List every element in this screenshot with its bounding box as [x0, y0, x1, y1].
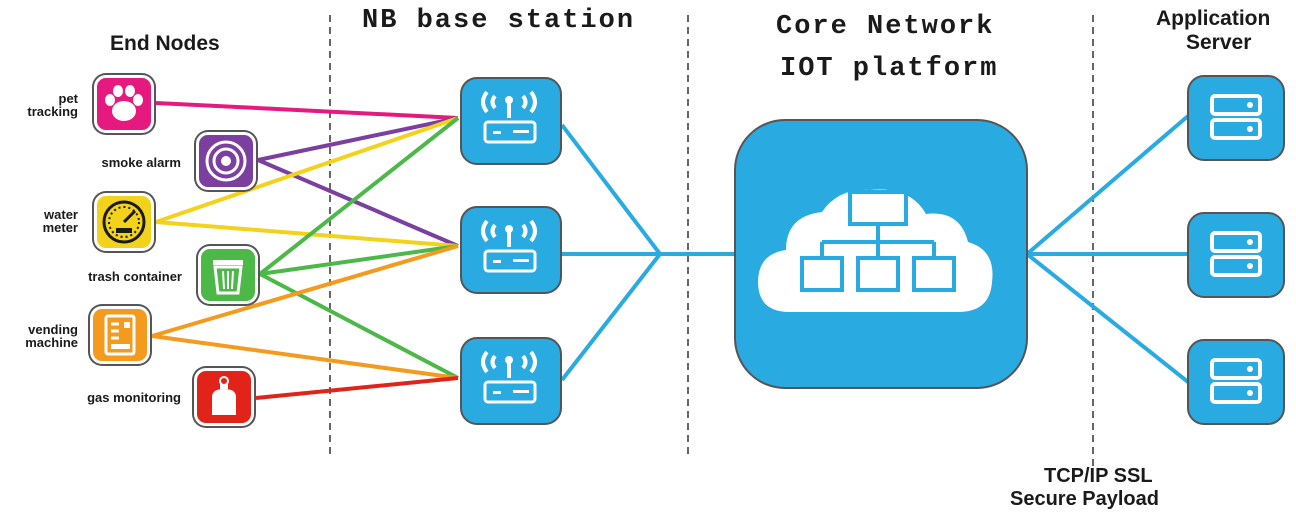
smoke-alarm-icon [205, 140, 247, 182]
server-icon [1210, 231, 1262, 277]
backbone-links [560, 114, 1190, 384]
end-node-label: gas monitoring [87, 390, 181, 405]
water-meter-node [94, 193, 154, 251]
core-network-platform [734, 119, 1028, 389]
gas-cylinder-icon [212, 376, 236, 415]
gas-monitoring-node [194, 368, 254, 426]
paw-icon [105, 85, 143, 121]
app-server-3 [1187, 339, 1285, 425]
base-station-2 [460, 206, 562, 294]
server-icon [1210, 358, 1262, 404]
trash-bin-icon [213, 260, 243, 295]
end-node-label: trash container [88, 269, 182, 284]
end-node-links [151, 101, 460, 400]
meter-icon [102, 200, 146, 244]
vending-machine-icon [104, 314, 136, 356]
core-network-header-line2: IOT platform [780, 54, 999, 84]
wifi-router-icon [481, 350, 537, 404]
end-node-label: smoke alarm [101, 155, 182, 170]
smoke-alarm-node [196, 132, 256, 190]
app-server-header-line1: Application [1156, 7, 1271, 30]
base-station-header: NB base station [362, 6, 636, 36]
vending-machine-node [90, 306, 150, 364]
core-network-header-line1: Core Network [776, 12, 995, 42]
app-server-1 [1187, 75, 1285, 161]
protocol-label-line1: TCP/IP SSL [1044, 465, 1153, 487]
cloud-network-icon [758, 189, 993, 312]
wifi-router-icon [481, 90, 537, 144]
server-icon [1210, 94, 1262, 140]
wifi-router-icon [481, 219, 537, 273]
trash-container-node [198, 246, 258, 304]
protocol-label-line2: Secure Payload [1010, 488, 1159, 510]
app-server-2 [1187, 212, 1285, 298]
end-nodes-header: End Nodes [110, 32, 220, 55]
pet-tracking-node [94, 75, 154, 133]
base-station-3 [460, 337, 562, 425]
app-server-header-line2: Server [1186, 31, 1252, 54]
base-station-1 [460, 77, 562, 165]
